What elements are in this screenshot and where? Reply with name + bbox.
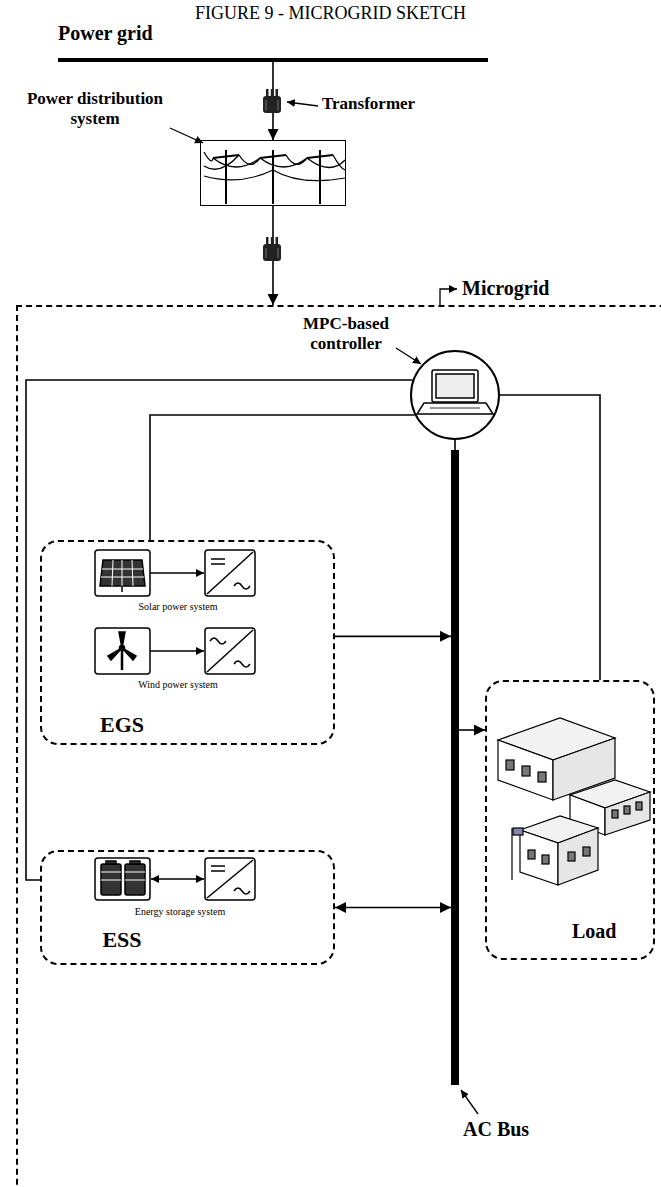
leader-line bbox=[287, 102, 318, 106]
connector-line bbox=[335, 636, 451, 638]
ac-bus-bar: AC Bus bbox=[451, 450, 459, 1085]
node-heading: Load bbox=[572, 920, 644, 943]
controller-circle: MPC-based controller bbox=[410, 350, 500, 440]
solar-panel-icon bbox=[95, 550, 204, 596]
node-heading: ESS bbox=[42, 927, 202, 952]
connector-line bbox=[150, 415, 415, 540]
node-caption: Energy storage system bbox=[90, 906, 270, 918]
connector-line bbox=[26, 380, 413, 880]
node-heading: Power grid bbox=[58, 22, 258, 45]
solar-unit: Solar power system bbox=[88, 546, 268, 619]
connector-line bbox=[500, 395, 600, 680]
battery-icon bbox=[95, 858, 204, 900]
leader-line bbox=[396, 348, 421, 364]
node-heading: MPC-based controller bbox=[290, 314, 402, 353]
node-heading: EGS bbox=[42, 712, 202, 737]
node-heading: Microgrid bbox=[462, 277, 592, 300]
generation-group: EGS Solar power systemWind power system bbox=[40, 540, 335, 745]
node-heading: AC Bus bbox=[463, 1118, 543, 1141]
inverter-symbol bbox=[205, 550, 255, 596]
storage-group: Energy storage systemESS bbox=[40, 850, 335, 965]
leader-line bbox=[440, 289, 457, 305]
laptop-icon bbox=[417, 370, 493, 414]
node-caption: Wind power system bbox=[88, 679, 268, 691]
leader-line bbox=[461, 1090, 478, 1114]
leader-line bbox=[170, 128, 203, 143]
load-group: Load bbox=[485, 680, 655, 960]
node-heading: Power distribution system bbox=[11, 89, 179, 128]
connector-line bbox=[454, 440, 456, 450]
buildings-illustration bbox=[498, 718, 650, 885]
figure-title: FIGURE 9 - MICROGRID SKETCH bbox=[0, 3, 661, 24]
callout-label: Transformer bbox=[322, 94, 415, 114]
distribution-box: Power distribution system bbox=[200, 140, 346, 206]
microgrid-region: MicrogridMPC-based controllerEGSSolar po… bbox=[16, 305, 661, 1187]
connector-line bbox=[335, 907, 451, 909]
connector-line bbox=[459, 729, 485, 731]
power-grid-bus: Power grid bbox=[58, 22, 488, 62]
power-poles bbox=[204, 150, 345, 204]
node-caption: Solar power system bbox=[88, 601, 268, 613]
wind-unit: Wind power system bbox=[88, 624, 268, 697]
transformer-symbol bbox=[263, 89, 281, 261]
power-grid-bar bbox=[58, 58, 488, 62]
wind-turbine-icon bbox=[95, 628, 204, 674]
inverter-symbol bbox=[205, 858, 255, 900]
converter-symbol bbox=[205, 628, 255, 674]
